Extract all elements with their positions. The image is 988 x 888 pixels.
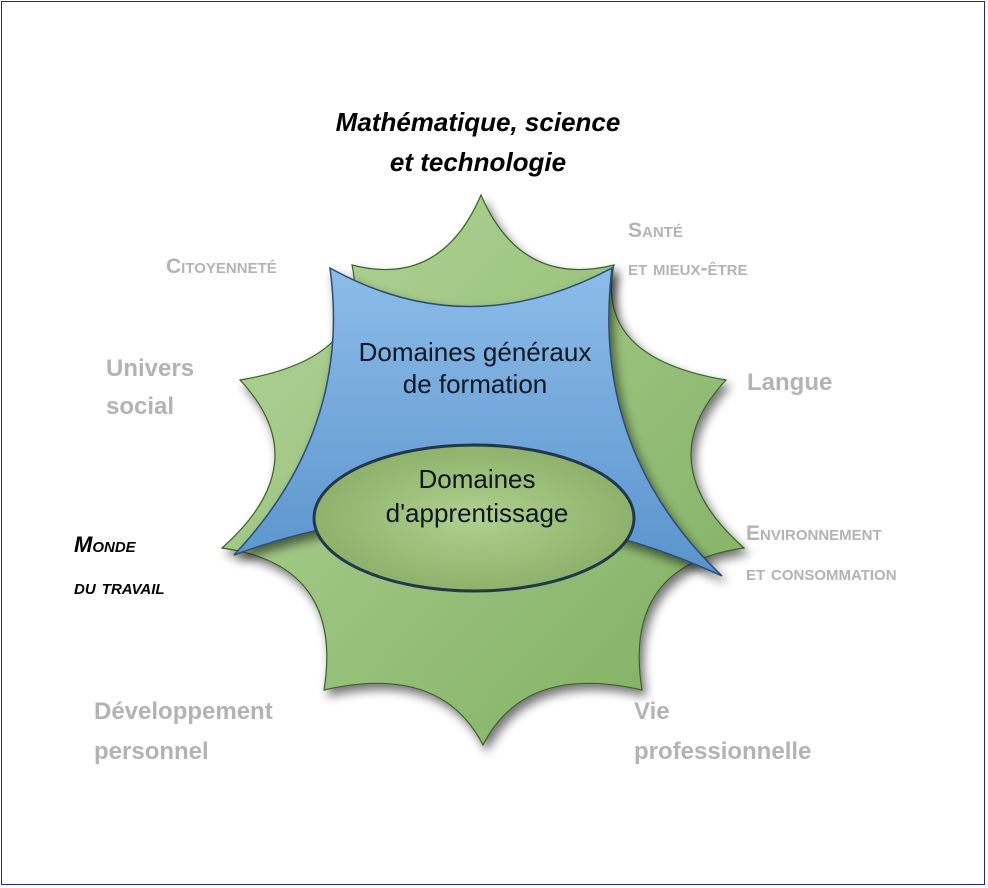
label-sante-line2: et mieux-être [628,257,748,280]
learning-domains-line1: Domaines [418,464,536,494]
label-monde-line2: du travail [74,574,165,599]
learning-domains-title: Domaines d'apprentissage [352,462,602,530]
general-domains-line2: de formation [402,369,548,399]
learning-domains-line2: d'apprentissage [385,498,569,528]
label-developpement-line1: Développement [94,698,273,725]
label-math-line2: et technologie [389,147,567,177]
label-vie-line2: professionnelle [634,738,812,765]
general-domains-title: Domaines généraux de formation [320,336,630,400]
label-developpement-personnel: Développement personnel [94,692,273,772]
label-citoyennete: Citoyenneté [166,252,277,282]
label-univers-line2: social [106,393,175,420]
label-univers-social: Univers social [106,350,194,426]
label-developpement-line2: personnel [94,738,209,765]
label-monde-line1: Monde [74,532,136,557]
label-langue: Langue [747,368,832,398]
label-langue-line1: Langue [747,369,833,396]
general-domains-line1: Domaines généraux [358,337,592,367]
label-monde-du-travail: Monde du travail [74,524,165,608]
label-environnement-line1: Environnement [746,522,882,545]
label-sante-line1: Santé [628,219,683,242]
label-math-line1: Mathématique, science [335,107,621,137]
label-vie-professionnelle: Vie professionnelle [634,692,811,772]
label-environnement-line2: et consommation [746,562,897,585]
label-vie-line1: Vie [634,698,670,725]
label-univers-line1: Univers [106,355,195,382]
label-citoyennete-line1: Citoyenneté [166,255,277,278]
learning-domains-ellipse [312,443,636,593]
label-sante-mieux-etre: Santé et mieux-être [628,212,748,288]
label-environnement-consommation: Environnement et consommation [746,514,897,594]
label-math-science-tech: Mathématique, science et technologie [318,102,638,182]
